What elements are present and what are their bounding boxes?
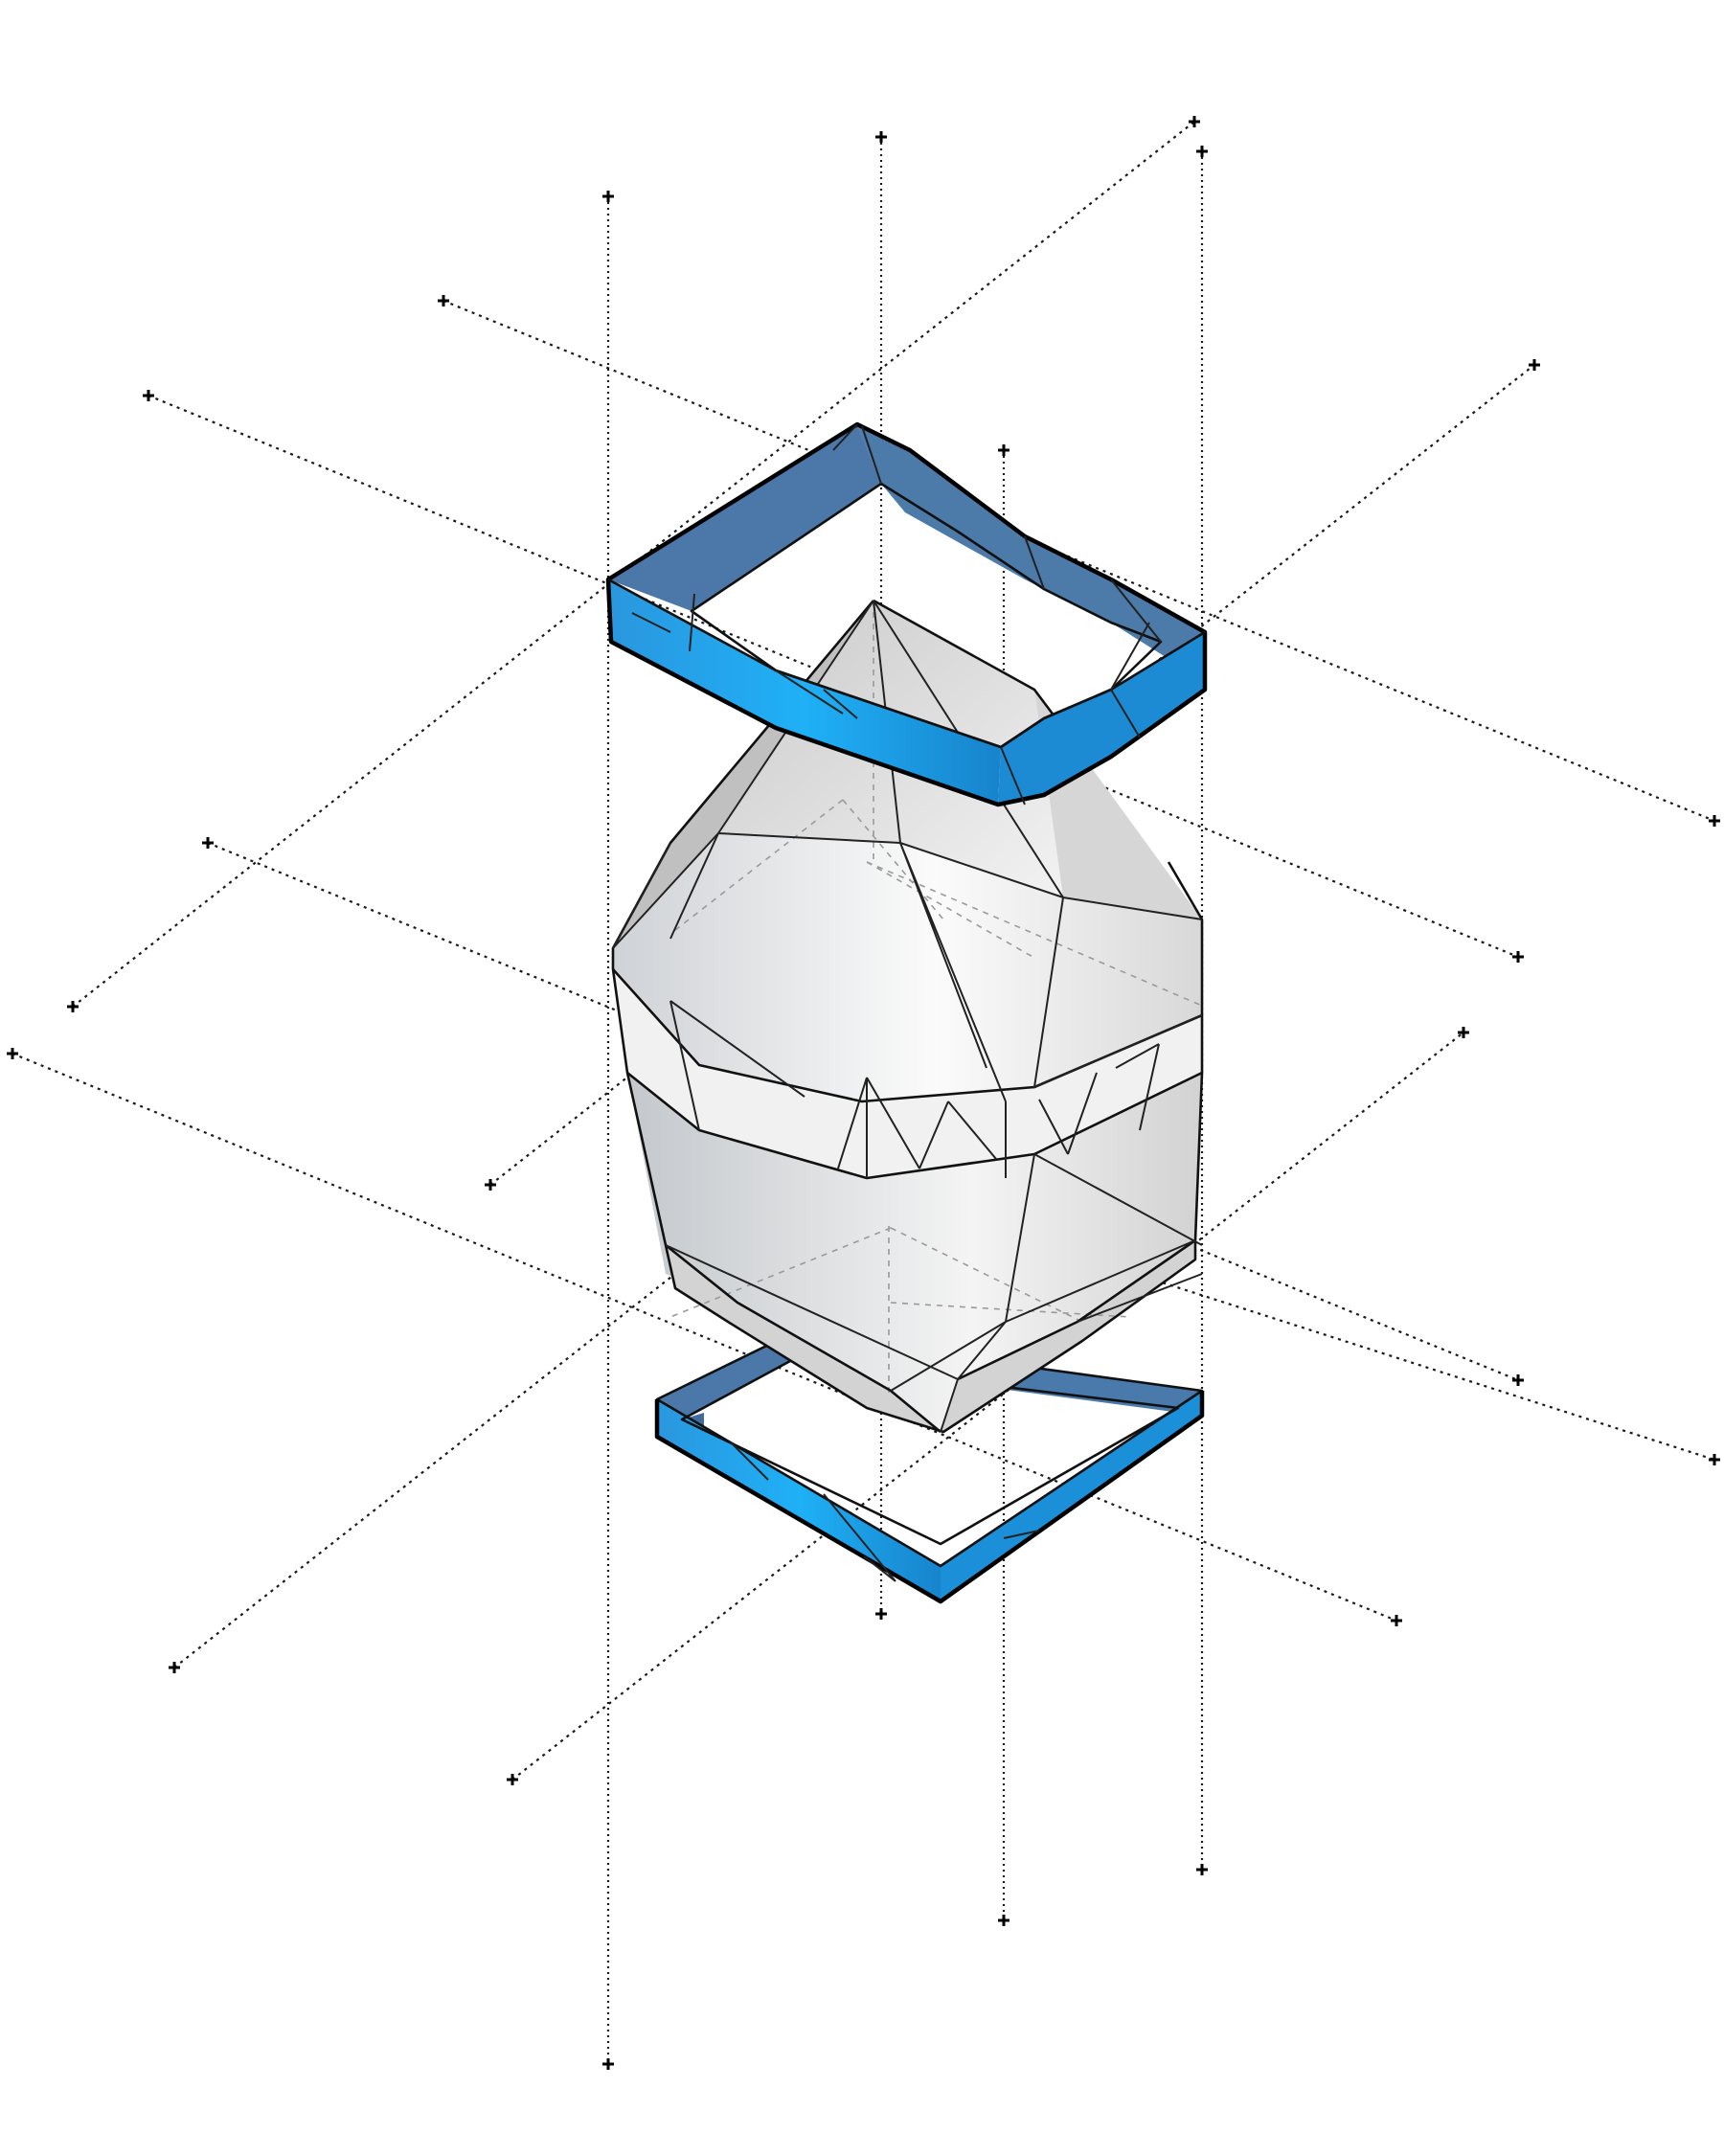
volume-base-band [666,1240,1195,1432]
guide-diagonal-2 [442,299,1715,823]
crosshair-marker [438,295,449,306]
crosshair-marker [875,1608,887,1620]
crosshair-marker [1512,951,1524,963]
crosshair-marker [1196,1864,1208,1875]
crosshair-marker [1512,1374,1524,1386]
top-ring-outer-right [998,632,1205,805]
crosshair-marker [1709,1454,1720,1465]
crosshair-marker [1529,359,1540,371]
crosshair-marker [507,1774,518,1785]
crosshair-marker [1458,1027,1469,1038]
crosshair-marker [67,1001,79,1012]
crosshair-marker [998,1915,1009,1926]
top-ring-outer-front [608,579,1001,805]
bottom-ring-inner-left [657,1334,790,1419]
crosshair-marker [202,837,214,849]
guide-diagonal-1 [147,394,1519,959]
crosshair-marker [602,191,614,202]
guide-diagonal-3 [207,841,1519,1382]
crosshair-marker [875,131,887,143]
top-ring-inner-left [608,424,881,611]
crosshair-marker [169,1662,180,1673]
crosshair-marker [1189,116,1200,127]
bottom-ring-outer-front [657,1399,941,1601]
top-ring [605,421,1208,807]
faceted-volume [611,599,1204,1434]
bottom-ring-opening [680,1359,1180,1546]
volume-lower-body [627,1073,1202,1432]
crosshair-marker [143,390,154,401]
volume-shoulder-band [613,833,1202,1101]
crosshair-marker [998,444,1009,456]
crosshair-marker [1196,146,1208,157]
crosshair-markers [7,116,1720,2070]
crosshair-marker [7,1048,18,1059]
crosshair-marker [1709,815,1720,827]
crosshair-marker [602,2058,614,2070]
top-ring-outline [605,421,1208,807]
guide-diagonal-7 [489,364,1535,1186]
bottom-ring-outer-right [941,1391,1202,1601]
crosshair-marker [1391,1615,1402,1626]
guide-diagonal-9 [511,1032,1464,1781]
crosshair-marker [485,1179,496,1191]
volume-zigzag-band [613,969,1202,1178]
